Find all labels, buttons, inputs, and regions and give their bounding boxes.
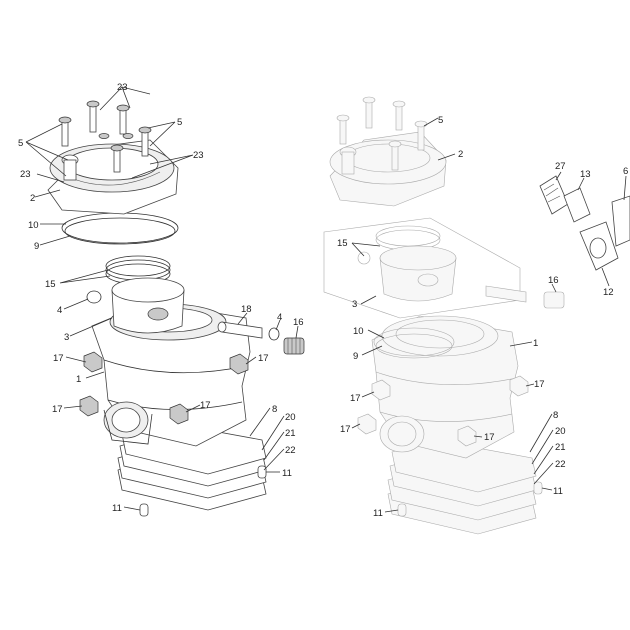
callout-1: 1 bbox=[533, 338, 538, 349]
right-cylinder bbox=[371, 315, 519, 459]
callout-1: 1 bbox=[76, 374, 81, 385]
callout-15: 15 bbox=[45, 279, 56, 290]
callout-20: 20 bbox=[285, 412, 296, 423]
callout-17: 17 bbox=[258, 353, 269, 364]
right-nuts bbox=[357, 375, 529, 447]
callout-11: 11 bbox=[553, 486, 563, 497]
callout-8: 8 bbox=[272, 404, 277, 415]
callout-16: 16 bbox=[293, 317, 304, 328]
callout-27: 27 bbox=[555, 161, 566, 172]
callout-9: 9 bbox=[353, 351, 358, 362]
right-dowels bbox=[397, 481, 543, 517]
callout-11: 11 bbox=[112, 503, 122, 514]
callout-21: 21 bbox=[285, 428, 296, 439]
left-head-bolts bbox=[58, 100, 152, 181]
callout-17: 17 bbox=[534, 379, 545, 390]
left-leader-lines bbox=[25, 86, 299, 511]
callout-4: 4 bbox=[57, 305, 62, 316]
right-cylinder-head bbox=[329, 131, 447, 207]
left-head-gaskets bbox=[61, 212, 179, 245]
callout-23: 23 bbox=[193, 150, 204, 161]
callout-21: 21 bbox=[555, 442, 566, 453]
callout-23: 23 bbox=[117, 82, 128, 93]
callout-22: 22 bbox=[285, 445, 296, 456]
callout-2: 2 bbox=[30, 193, 35, 204]
left-dowels bbox=[139, 465, 267, 517]
callout-8: 8 bbox=[553, 410, 558, 421]
callout-10: 10 bbox=[28, 220, 39, 231]
callout-17: 17 bbox=[200, 400, 211, 411]
right-head-gaskets bbox=[373, 327, 455, 359]
callout-18: 18 bbox=[241, 304, 252, 315]
callout-17: 17 bbox=[52, 404, 63, 415]
left-engine-assembly: 23 5 5 23 23 2 10 9 15 4 3 18 4 16 17 1 … bbox=[18, 82, 305, 517]
left-callouts: 23 5 5 23 23 2 10 9 15 4 3 18 4 16 17 1 … bbox=[18, 82, 304, 514]
right-cooling-fins bbox=[387, 439, 537, 535]
right-piston-inset bbox=[323, 217, 565, 319]
left-nuts bbox=[79, 351, 249, 425]
callout-3: 3 bbox=[352, 299, 357, 310]
left-cylinder-head bbox=[47, 139, 179, 215]
right-callouts: 5 2 15 3 16 10 9 1 17 17 17 17 8 20 21 2… bbox=[337, 115, 566, 519]
callout-3: 3 bbox=[64, 332, 69, 343]
callout-17: 17 bbox=[350, 393, 361, 404]
callout-5: 5 bbox=[18, 138, 23, 149]
callout-11: 11 bbox=[373, 508, 383, 519]
callout-6: 6 bbox=[623, 166, 628, 177]
callout-13: 13 bbox=[580, 169, 591, 180]
right-engine-assembly: 5 2 15 3 16 10 9 1 17 17 17 17 8 20 21 2… bbox=[323, 96, 566, 535]
callout-11: 11 bbox=[282, 468, 292, 479]
callout-2: 2 bbox=[458, 149, 463, 160]
callout-23: 23 bbox=[20, 169, 31, 180]
callout-22: 22 bbox=[555, 459, 566, 470]
callout-20: 20 bbox=[555, 426, 566, 437]
callout-17: 17 bbox=[484, 432, 495, 443]
right-head-bolts bbox=[336, 96, 428, 175]
callout-4: 4 bbox=[277, 312, 282, 323]
left-piston bbox=[105, 255, 185, 334]
left-small-parts bbox=[86, 290, 305, 355]
reed-valve-assembly: 27 13 6 12 bbox=[539, 161, 630, 298]
right-leader-lines bbox=[351, 117, 557, 513]
callout-5: 5 bbox=[438, 115, 443, 126]
callout-10: 10 bbox=[353, 326, 364, 337]
callout-16: 16 bbox=[548, 275, 559, 286]
callout-12: 12 bbox=[603, 287, 614, 298]
callout-17: 17 bbox=[340, 424, 351, 435]
callout-17: 17 bbox=[53, 353, 64, 364]
callout-9: 9 bbox=[34, 241, 39, 252]
callout-5: 5 bbox=[177, 117, 182, 128]
callout-15: 15 bbox=[337, 238, 348, 249]
